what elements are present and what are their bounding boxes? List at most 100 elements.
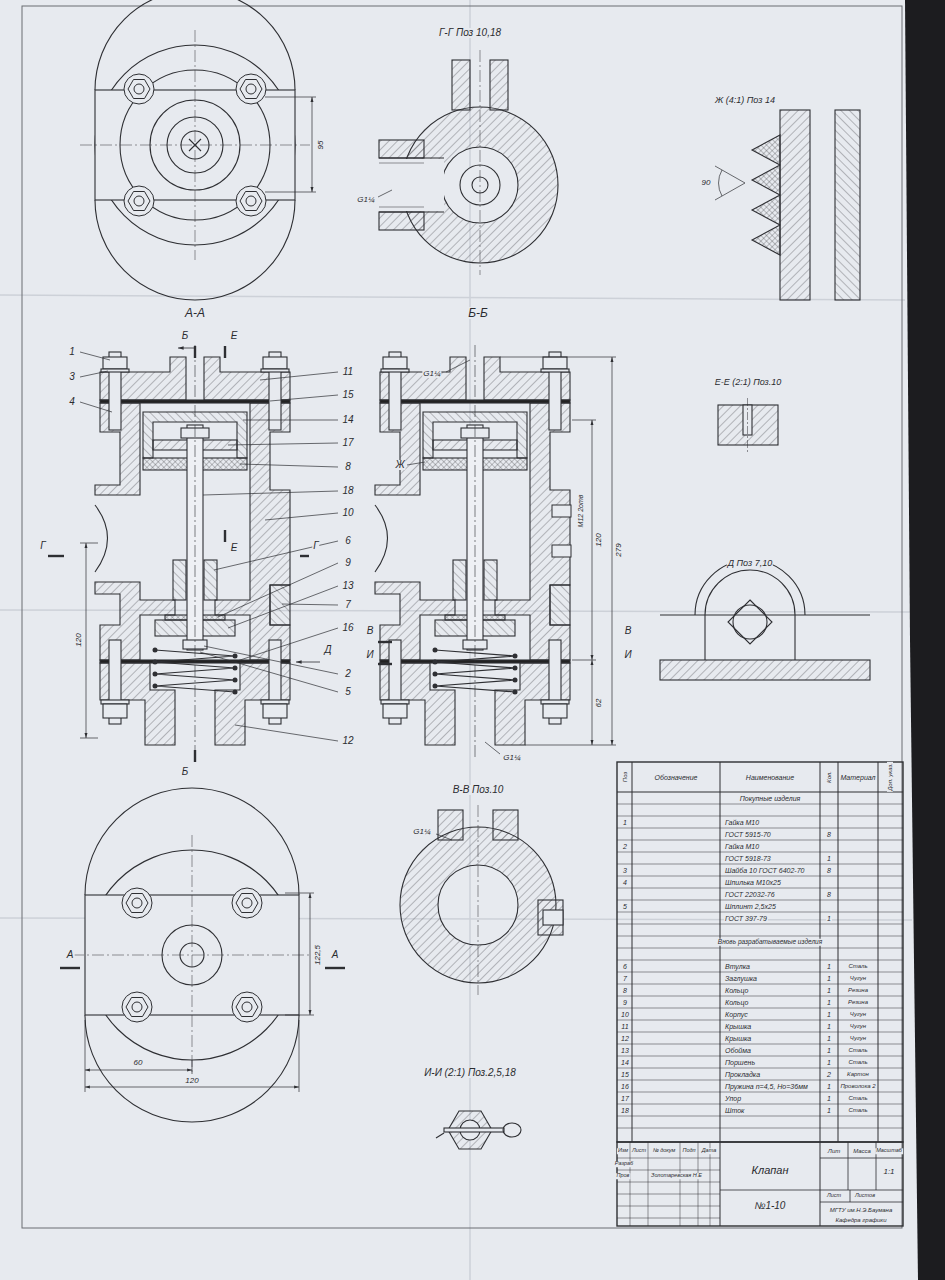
leader-line (204, 646, 338, 674)
title-block-cell: Изм (617, 1148, 629, 1154)
detail-view (718, 398, 778, 452)
table-cell: 2 (826, 1071, 832, 1078)
section-marker: Ж (394, 460, 405, 470)
section-marker: А (331, 950, 340, 960)
table-cell: 16 (620, 1083, 630, 1090)
table-cell: 18 (620, 1107, 630, 1114)
section-marker: Е (230, 331, 239, 341)
section-marker: А (66, 950, 75, 960)
table-cell: Картон (846, 1071, 870, 1077)
table-cell: Шток (724, 1107, 745, 1114)
table-cell: Сталь (847, 1047, 868, 1053)
table-cell: 4 (622, 879, 628, 886)
bottom-view (192, 835, 193, 1075)
leader-line (260, 372, 338, 380)
detail-view (718, 405, 778, 445)
table-cell: Гайка М10 (724, 843, 760, 850)
detail-view (719, 170, 722, 196)
leader-line (80, 352, 500, 754)
table-cell: 6 (622, 963, 628, 970)
section-view (379, 157, 444, 158)
table-cell: Упор (724, 1095, 742, 1102)
dimension-text: 120 (184, 1077, 199, 1085)
section-view (379, 207, 424, 208)
title-block-cell: №1-10 (754, 1201, 787, 1211)
table-cell: 3 (622, 867, 628, 874)
title-block-cell: Лист (826, 1193, 842, 1199)
dimension-line (312, 97, 313, 192)
table-cell: 8 (622, 987, 628, 994)
leader-line (214, 541, 338, 570)
table-cell: 15 (620, 1071, 630, 1078)
table-cell: Резина (847, 987, 869, 993)
leader-line (200, 652, 338, 692)
cutting-plane-mark (378, 641, 392, 643)
parts-table (617, 804, 903, 1128)
dimension-line (85, 893, 314, 1092)
view-title: В-В Поз.10 (452, 785, 505, 795)
view-title: Г-Г Поз 10,18 (438, 28, 502, 38)
leader-line (228, 586, 338, 628)
callout-number: 2 (344, 669, 352, 679)
section-view (452, 60, 470, 110)
table-cell: Вновь разрабатываемые изделия (717, 939, 823, 946)
dimension-text: G1¼ (502, 754, 521, 762)
table-cell: Шплинт 2,5х25 (724, 903, 777, 910)
parts-table (878, 762, 879, 1142)
dimension-text: 62 (595, 698, 603, 709)
table-header: Доп. указ. (887, 762, 893, 792)
title-block-cell: № докум (652, 1148, 677, 1154)
title-block (820, 1142, 821, 1226)
table-cell: Крышка (724, 1035, 752, 1042)
callout-number: 5 (344, 687, 352, 697)
section-view (379, 211, 444, 212)
dimension-text: 95 (317, 140, 325, 151)
table-cell: 17 (620, 1095, 630, 1102)
view-title: Б-Б (467, 307, 489, 319)
top-view (124, 186, 154, 216)
parts-table (617, 791, 903, 792)
callout-number: 15 (341, 390, 354, 400)
table-cell: Сталь (847, 1095, 868, 1101)
section-view (436, 1111, 521, 1149)
table-cell: Втулка (724, 963, 751, 970)
section-marker: Б (181, 331, 190, 341)
leader-line (265, 513, 338, 520)
leader-line (270, 395, 338, 401)
table-cell: 9 (622, 999, 628, 1006)
callout-number: 14 (341, 415, 354, 425)
callout-number: 10 (341, 508, 354, 518)
fold-crease (0, 295, 905, 300)
detail-view (780, 110, 810, 300)
dimension-text: G1¼ (412, 828, 431, 836)
title-block (617, 1142, 903, 1226)
top-view (124, 74, 154, 104)
title-block-cell: Пров (616, 1173, 631, 1179)
leader-line (243, 420, 338, 421)
title-block (720, 1142, 903, 1202)
leader-line (407, 462, 425, 465)
callout-number: 6 (344, 536, 352, 546)
parts-table (632, 762, 633, 1142)
table-cell: Пружина n=4,5, Hо=36мм (724, 1083, 809, 1090)
parts-table (617, 762, 903, 1142)
section-marker: И (365, 650, 374, 660)
dimension-line (572, 660, 596, 661)
photo-background (905, 0, 945, 1280)
section-marker: Е (230, 543, 239, 553)
dimension-line (592, 660, 593, 745)
table-cell: Покупные изделия (739, 795, 802, 802)
table-cell: Чугун (849, 975, 867, 981)
table-cell: ГОСТ 5915-70 (724, 831, 772, 838)
cutting-plane-mark (48, 555, 64, 557)
dimension-text: М12 2отв (577, 494, 584, 529)
leader-line (80, 371, 108, 377)
table-cell: Чугун (849, 1023, 867, 1029)
table-cell: 5 (622, 903, 628, 910)
section-view (379, 212, 424, 230)
section-view (379, 50, 558, 275)
view-title: И-И (2:1) Поз.2,5,18 (423, 1068, 517, 1078)
table-header: Наименование (745, 774, 795, 781)
leader-line (228, 443, 338, 445)
